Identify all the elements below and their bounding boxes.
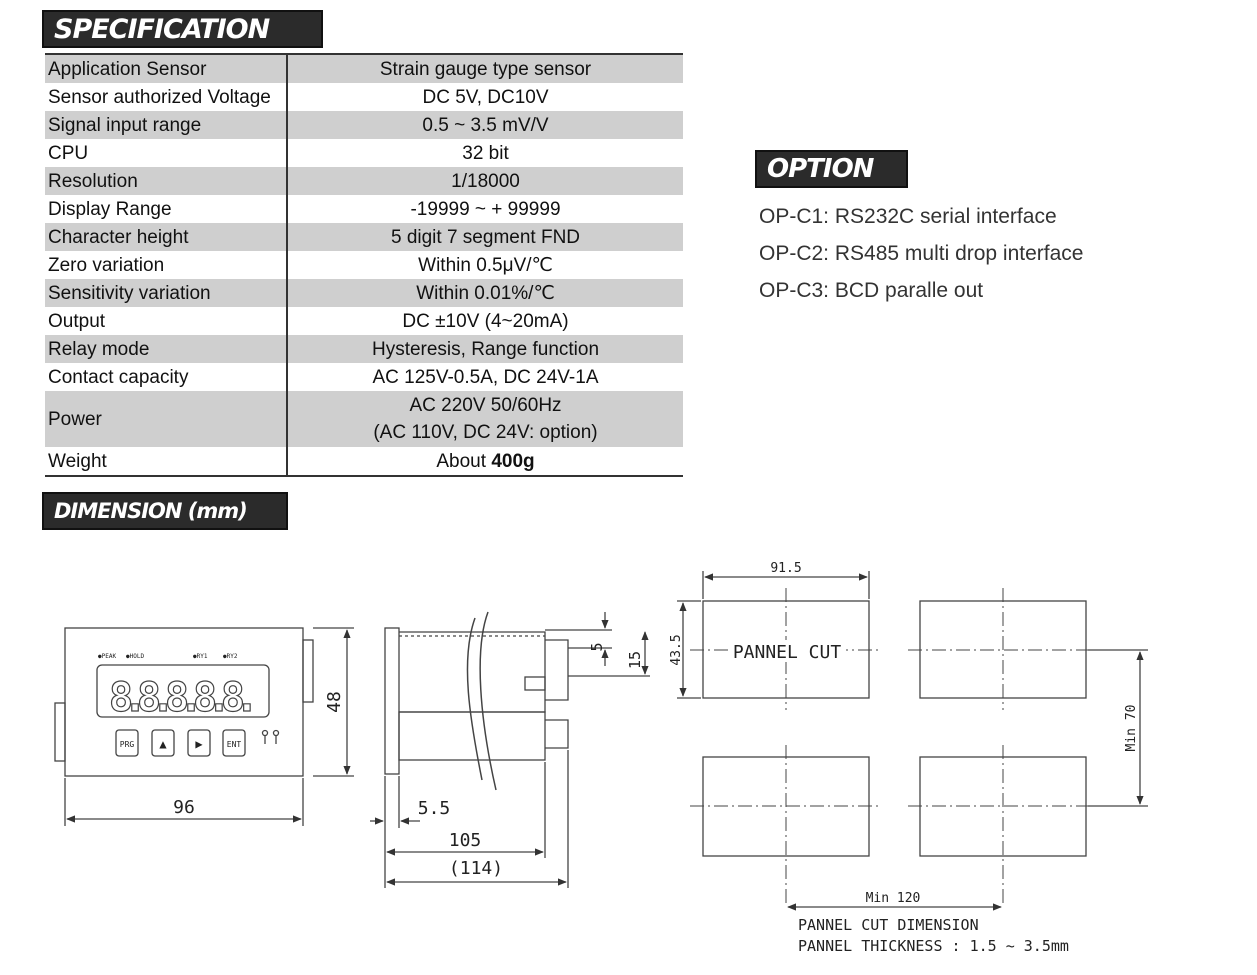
spec-value: DC ±10V (4~20mA) <box>402 310 569 332</box>
option-list: OP-C1: RS232C serial interface OP-C2: RS… <box>759 203 1083 314</box>
dim-min-70: Min 70 <box>1124 705 1139 752</box>
spec-key: Relay mode <box>45 335 288 363</box>
dim-side-5-5: 5.5 <box>418 798 451 819</box>
dimension-drawing: ●PEAK ●HOLD ●RY1 ●RY2 8.8.8.8.8. PRG ▲ ▶… <box>54 561 1148 955</box>
side-bezel <box>384 627 400 775</box>
key-ent-label: ENT <box>227 740 242 749</box>
spec-key: Application Sensor <box>45 54 288 83</box>
spec-key: Sensor authorized Voltage <box>45 83 288 111</box>
panel-note-dimension: PANNEL CUT DIMENSION <box>798 916 979 934</box>
specification-heading: SPECIFICATION <box>42 10 323 48</box>
spec-key: CPU <box>45 139 288 167</box>
spec-value: Within 0.01%/℃ <box>287 279 683 307</box>
spec-value: Strain gauge type sensor <box>287 54 683 83</box>
spec-value-prefix: About <box>436 450 492 472</box>
spec-value: About 400g <box>287 447 683 476</box>
dim-panel-91-5: 91.5 <box>770 561 801 576</box>
spec-value: Hysteresis, Range function <box>287 335 683 363</box>
spec-key: Sensitivity variation <box>45 279 288 307</box>
key-up <box>151 729 175 757</box>
front-left-tab <box>54 702 66 762</box>
indicator-peak: ●PEAK <box>98 653 116 660</box>
option-item: OP-C3: BCD paralle out <box>759 279 984 302</box>
option-heading: OPTION <box>755 150 908 188</box>
dim-front-width: 96 <box>173 797 195 818</box>
dim-side-5: 5 <box>588 642 606 651</box>
dim-side-15: 15 <box>626 651 644 669</box>
option-item: OP-C1: RS232C serial interface <box>759 205 1057 228</box>
dim-panel-43-5: 43.5 <box>669 634 684 665</box>
spec-value: DC 5V, DC10V <box>422 86 549 108</box>
dim-side-105: 105 <box>449 830 482 851</box>
spec-value: 5 digit 7 segment FND <box>287 223 683 251</box>
spec-row: Power AC 220V 50/60Hz (AC 110V, DC 24V: op… <box>45 391 683 447</box>
terminal-icon <box>261 729 269 737</box>
dim-min-120: Min 120 <box>866 891 921 906</box>
key-ent <box>222 729 246 757</box>
spec-key: Power <box>45 391 288 447</box>
key-prg-label: PRG <box>120 740 135 749</box>
spec-value: 32 bit <box>462 142 509 164</box>
spec-key: Zero variation <box>45 251 288 279</box>
spec-row: Output DC ±10V (4~20mA) <box>45 307 683 335</box>
key-prg <box>115 729 139 757</box>
display-window <box>96 664 270 718</box>
spec-value: AC 125V-0.5A, DC 24V-1A <box>372 366 599 388</box>
spec-key: Display Range <box>45 195 288 223</box>
panel-note-thickness: PANNEL THICKNESS : 1.5 ~ 3.5mm <box>798 937 1069 955</box>
spec-value: Within 0.5μV/℃ <box>418 254 553 276</box>
spec-key: Character height <box>45 223 288 251</box>
indicator-ry2: ●RY2 <box>223 653 238 660</box>
spec-key: Contact capacity <box>45 363 288 391</box>
spec-value: 1/18000 <box>287 167 683 195</box>
spec-key: Weight <box>45 447 288 476</box>
spec-value: AC 220V 50/60Hz (AC 110V, DC 24V: option) <box>287 391 683 447</box>
side-screw <box>524 676 546 691</box>
spec-value-bold: 400g <box>491 450 535 472</box>
spec-key: Resolution <box>45 167 288 195</box>
spec-value: 0.5 ~ 3.5 mV/V <box>287 111 683 139</box>
key-right <box>187 729 211 757</box>
spec-key: Signal input range <box>45 111 288 139</box>
indicator-hold: ●HOLD <box>126 653 144 660</box>
spec-row: Display Range -19999 ~ + 99999 <box>45 195 683 223</box>
dim-side-114: (114) <box>449 858 503 879</box>
spec-row: Contact capacity AC 125V-0.5A, DC 24V-1A <box>45 363 683 391</box>
panel-cut-label: PANNEL CUT <box>733 642 842 663</box>
dim-front-height: 48 <box>324 691 345 713</box>
spec-value: -19999 ~ + 99999 <box>410 198 561 220</box>
spec-key: Output <box>45 307 288 335</box>
spec-value-line: AC 220V 50/60Hz <box>409 395 562 416</box>
seven-segment-digits: 8.8.8.8.8. <box>109 675 259 721</box>
spec-row: CPU 32 bit <box>45 139 683 167</box>
indicator-labels: ●PEAK ●HOLD ●RY1 ●RY2 <box>98 653 238 660</box>
key-up-label: ▲ <box>159 737 167 751</box>
dimension-heading: DIMENSION (mm) <box>42 492 288 530</box>
spec-row: Zero variation Within 0.5μV/℃ <box>45 251 683 279</box>
indicator-ry1: ●RY1 <box>193 653 208 660</box>
option-item: OP-C2: RS485 multi drop interface <box>759 242 1084 265</box>
terminal-icon <box>272 729 280 737</box>
spec-value-line: (AC 110V, DC 24V: option) <box>373 422 598 443</box>
front-right-tab <box>302 639 314 703</box>
key-right-label: ▶ <box>195 737 203 751</box>
spec-row: Sensor authorized Voltage DC 5V, DC10V <box>45 83 683 111</box>
